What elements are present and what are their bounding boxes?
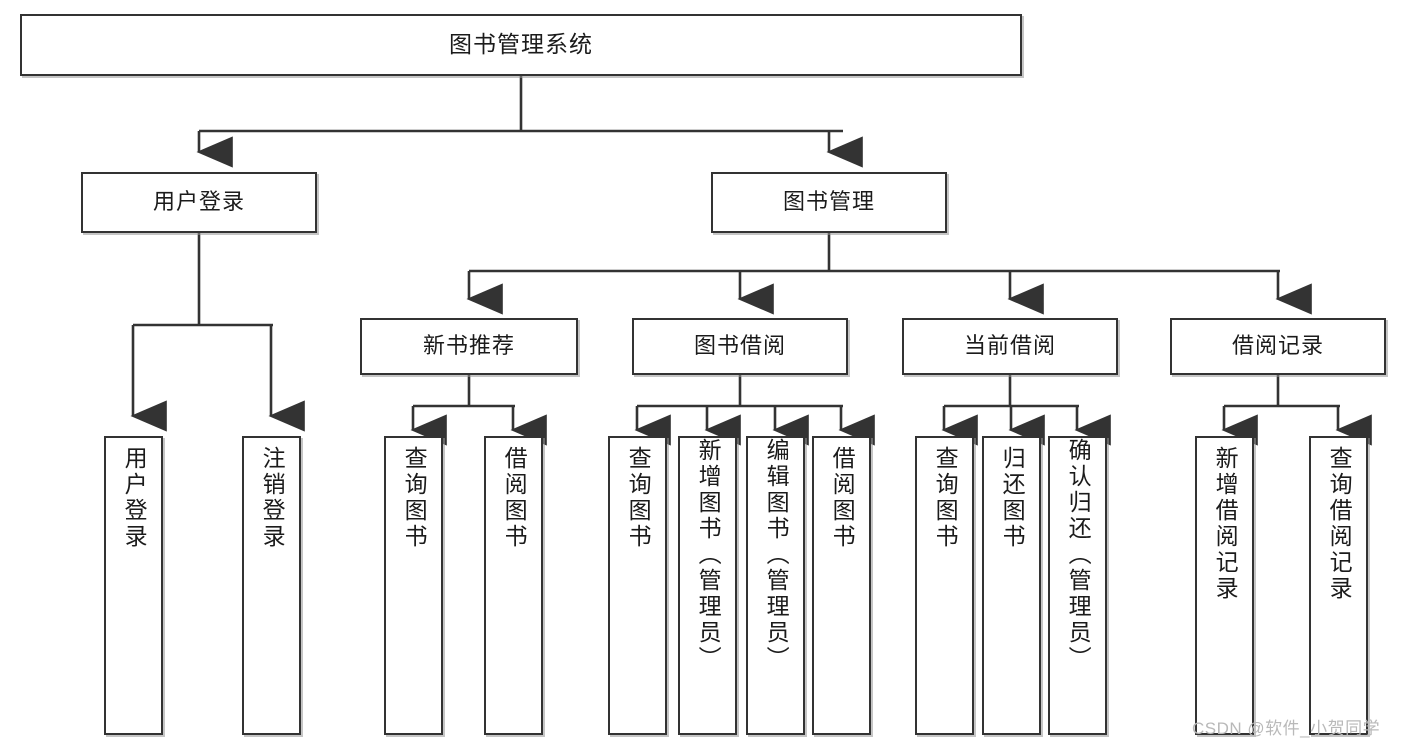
node-label: 图书管理	[782, 189, 875, 215]
node-label: 查询借阅记录	[1326, 446, 1353, 602]
node-label: 用户登录	[152, 189, 245, 215]
node-label: 新书推荐	[422, 333, 515, 359]
csdn-watermark: CSDN @软件_小贺同学	[1192, 719, 1381, 738]
node-label: 归还图书	[999, 446, 1026, 550]
node-borrow-record[interactable]: 借阅记录	[1170, 318, 1386, 375]
node-label: 编辑图书（管理员）	[763, 438, 790, 672]
node-label: 借阅图书	[829, 446, 856, 550]
node-leaf-user-login[interactable]: 用户登录	[104, 436, 163, 735]
node-leaf-add-book[interactable]: 新增图书（管理员）	[678, 436, 737, 735]
node-current-borrow[interactable]: 当前借阅	[902, 318, 1118, 375]
node-label: 查询图书	[401, 446, 428, 550]
node-leaf-query-book-2[interactable]: 查询图书	[608, 436, 667, 735]
node-leaf-query-book-1[interactable]: 查询图书	[384, 436, 443, 735]
node-label: 确认归还（管理员）	[1065, 438, 1092, 672]
node-label: 图书管理系统	[449, 31, 593, 58]
node-book-management[interactable]: 图书管理	[711, 172, 947, 233]
node-leaf-return-book[interactable]: 归还图书	[982, 436, 1041, 735]
node-new-book-recommend[interactable]: 新书推荐	[360, 318, 578, 375]
node-label: 新增图书（管理员）	[695, 438, 722, 672]
node-leaf-user-logout[interactable]: 注销登录	[242, 436, 301, 735]
node-label: 当前借阅	[963, 333, 1056, 359]
node-label: 新增借阅记录	[1212, 446, 1239, 602]
node-leaf-confirm-return[interactable]: 确认归还（管理员）	[1048, 436, 1107, 735]
node-label: 注销登录	[259, 446, 286, 550]
node-leaf-edit-book[interactable]: 编辑图书（管理员）	[746, 436, 805, 735]
node-leaf-borrow-book-2[interactable]: 借阅图书	[812, 436, 871, 735]
node-label: 借阅记录	[1231, 333, 1324, 359]
node-label: 借阅图书	[501, 446, 528, 550]
node-label: 查询图书	[932, 446, 959, 550]
node-label: 查询图书	[625, 446, 652, 550]
node-leaf-query-record[interactable]: 查询借阅记录	[1309, 436, 1368, 735]
node-label: 用户登录	[121, 446, 148, 550]
node-label: 图书借阅	[693, 333, 786, 359]
node-user-login[interactable]: 用户登录	[81, 172, 317, 233]
node-leaf-query-book-3[interactable]: 查询图书	[915, 436, 974, 735]
node-leaf-borrow-book-1[interactable]: 借阅图书	[484, 436, 543, 735]
node-leaf-add-record[interactable]: 新增借阅记录	[1195, 436, 1254, 735]
node-root-book-management-system[interactable]: 图书管理系统	[20, 14, 1022, 76]
node-book-borrow[interactable]: 图书借阅	[632, 318, 848, 375]
